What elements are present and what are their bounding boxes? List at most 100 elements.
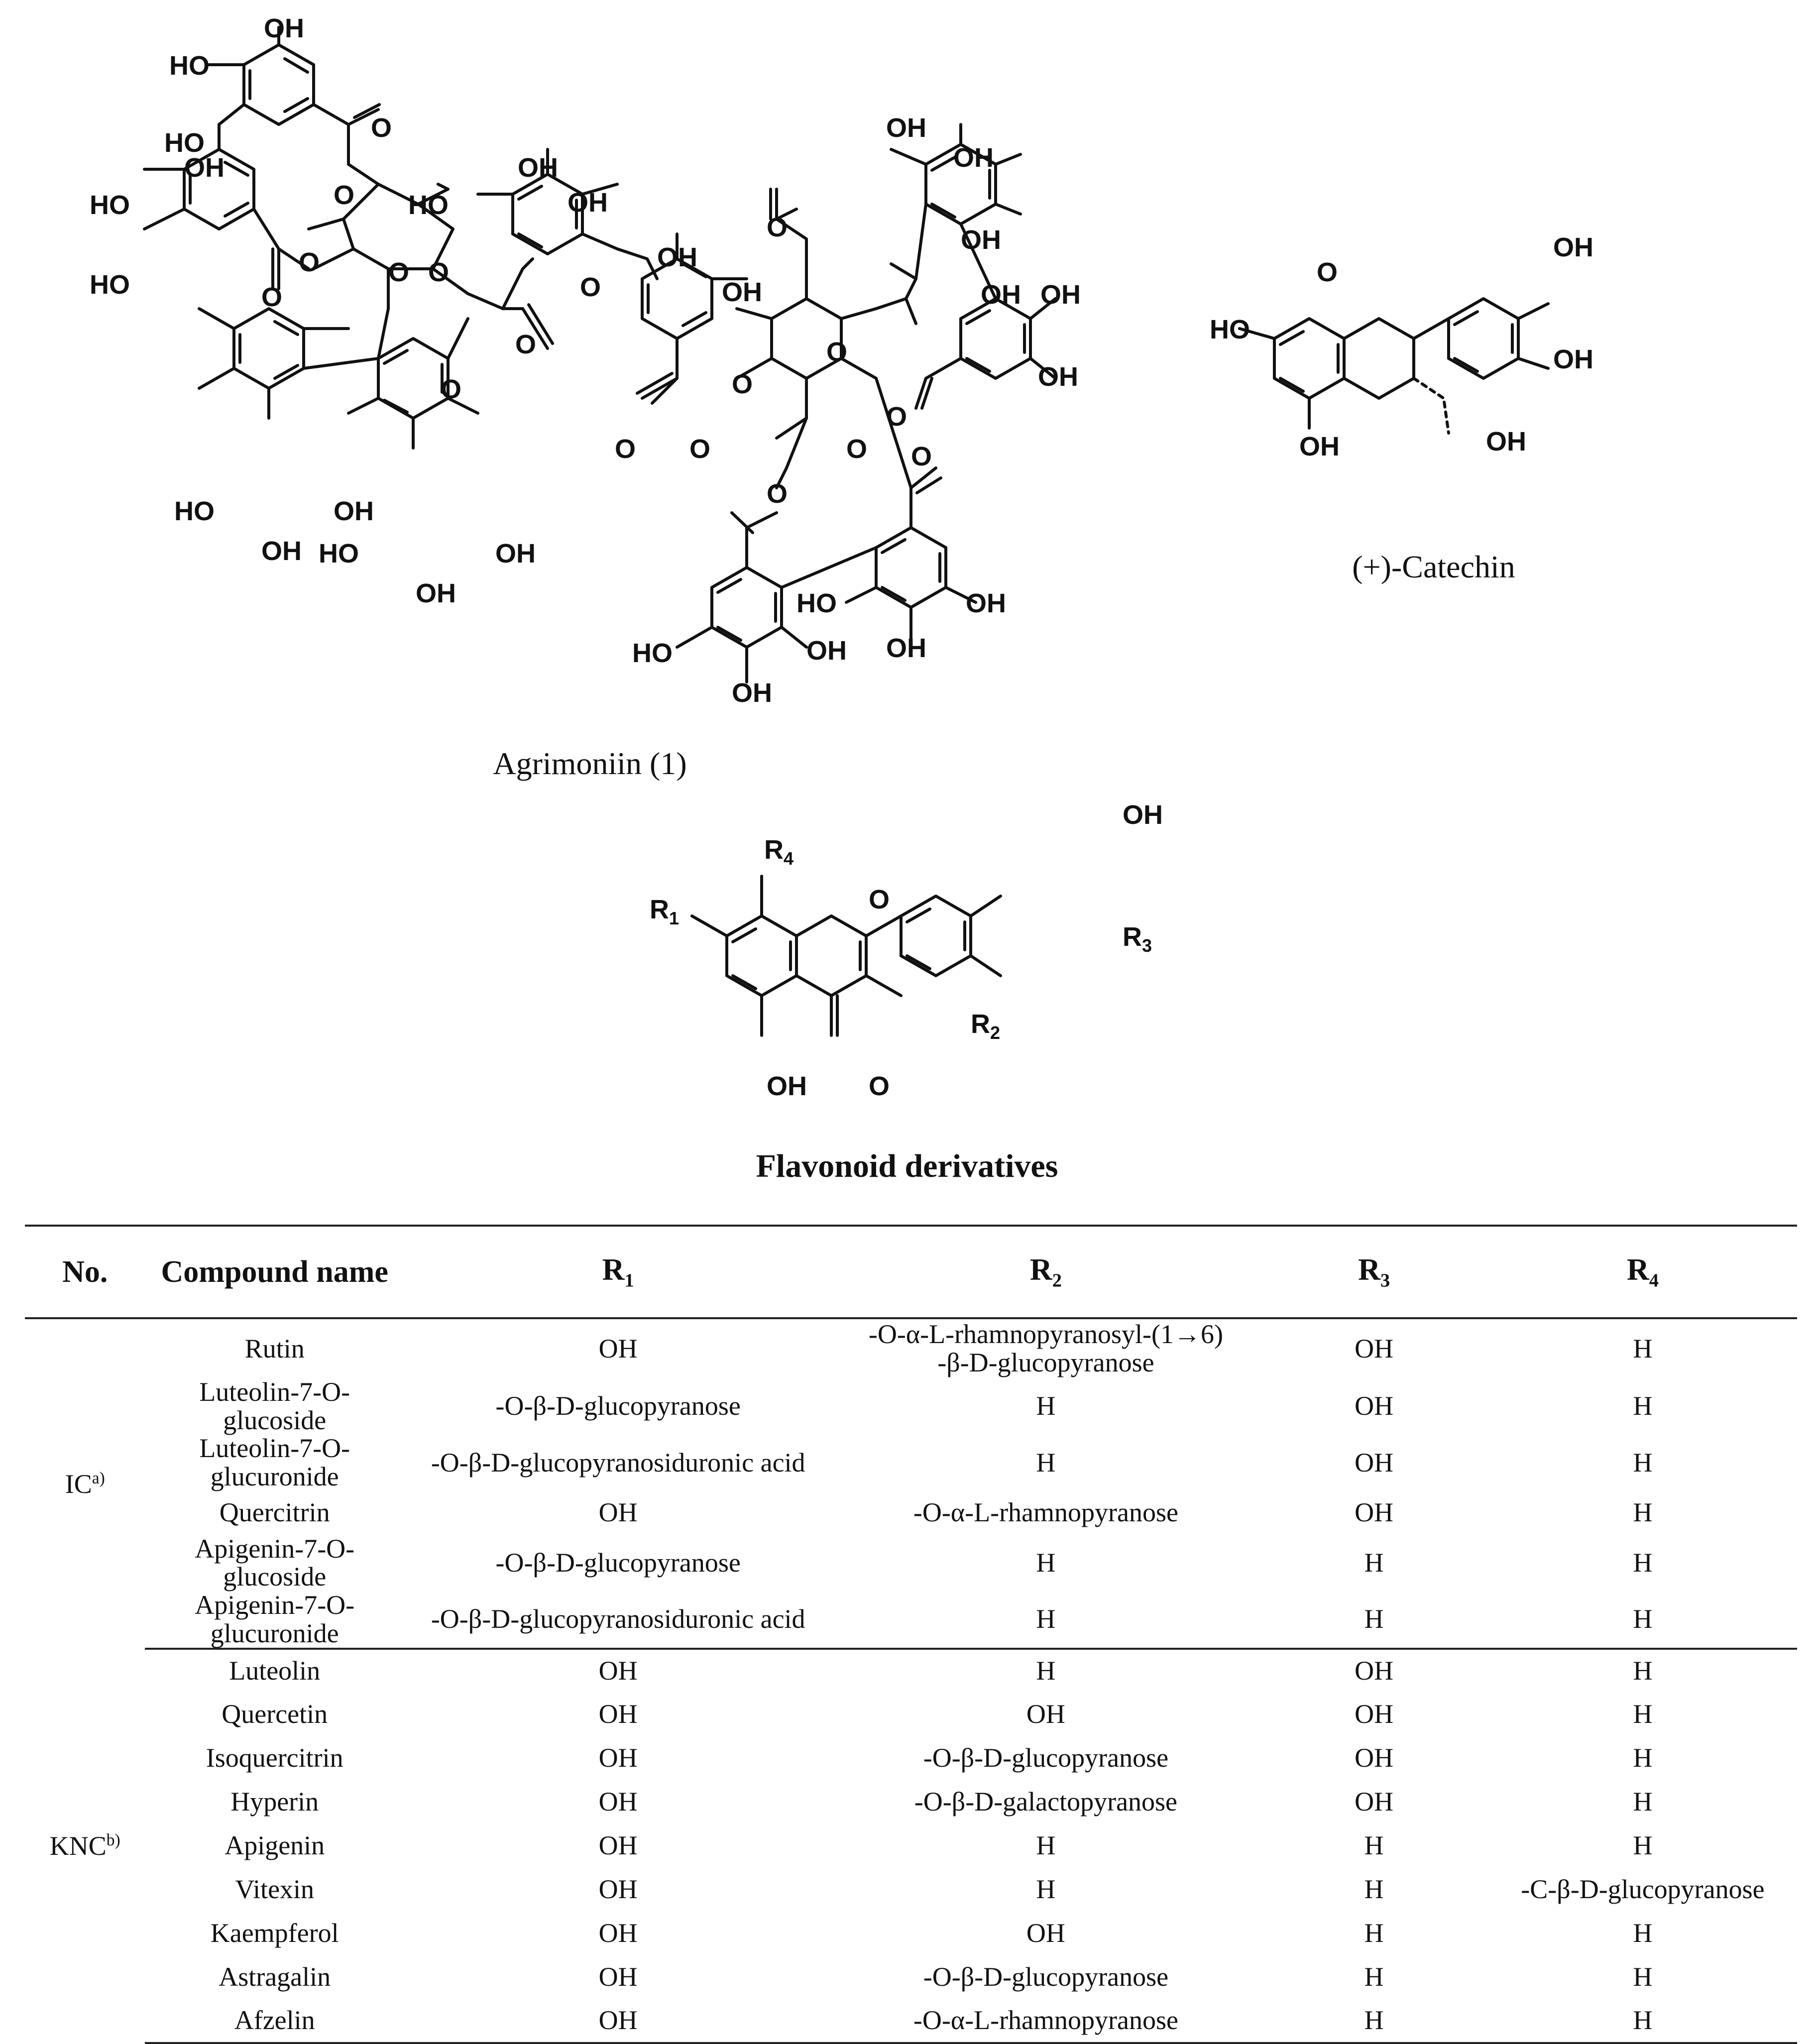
table-row: Quercitrin OH -O-α-L-rhamnopyranose OH H <box>25 1491 1797 1535</box>
r4-cell: H <box>1633 1787 1653 1817</box>
svg-text:R2: R2 <box>971 1009 1000 1043</box>
r2-cell: H <box>1036 1391 1056 1421</box>
r1-cell: -O-β-D-glucopyranosiduronic acid <box>431 1447 805 1477</box>
r2-cell: -O-α-L-rhamnopyranose <box>832 1999 1260 2044</box>
r4-cell: H <box>1633 1918 1653 1948</box>
svg-text:O: O <box>886 402 907 432</box>
compound-name: Isoquercitrin <box>206 1743 343 1773</box>
r3-cell: H <box>1259 1999 1488 2044</box>
compound-name: Rutin <box>244 1333 305 1363</box>
svg-text:OH: OH <box>518 153 558 183</box>
svg-text:OH: OH <box>1038 362 1078 392</box>
svg-text:OH: OH <box>722 277 762 307</box>
table-row: ICa) Rutin OH -O-α-L-rhamnopyranosyl-(1→… <box>25 1318 1797 1498</box>
svg-text:OH: OH <box>416 578 456 608</box>
r4-cell: H <box>1633 1333 1653 1363</box>
table-header-row: No. Compound name R1 R2 R3 R4 <box>25 1226 1797 1318</box>
r3-cell: H <box>1364 1874 1384 1905</box>
svg-text:O: O <box>441 374 461 404</box>
r2-cell: H <box>1036 1830 1056 1861</box>
svg-text:O: O <box>299 247 320 277</box>
svg-text:HO: HO <box>319 539 359 568</box>
svg-text:R3: R3 <box>1123 922 1152 956</box>
catechin-caption: (+)-Catechin <box>1352 549 1515 584</box>
table-row: Vitexin OH H H -C-β-D-glucopyranose <box>25 1868 1797 1912</box>
svg-text:HO: HO <box>632 638 673 668</box>
svg-text:OH: OH <box>495 539 536 568</box>
r4-cell: -C-β-D-glucopyranose <box>1521 1874 1765 1905</box>
svg-text:O: O <box>580 272 601 302</box>
r2-cell: -O-β-D-glucopyranose <box>923 1743 1169 1773</box>
r1-cell: -O-β-D-glucopyranosiduronic acid <box>404 1591 832 1650</box>
header-r1: R1 <box>602 1252 634 1291</box>
table-row: Hyperin OH -O-β-D-galactopyranose OH H <box>25 1780 1797 1824</box>
r2-cell: -O-β-D-galactopyranose <box>914 1787 1178 1817</box>
svg-text:O: O <box>826 337 847 367</box>
compound-name: Astragalin <box>219 1962 331 1992</box>
agrimoniin-structure <box>143 26 1057 683</box>
r1-cell: OH <box>598 1787 638 1817</box>
svg-text:O: O <box>689 434 710 464</box>
header-compound-name: Compound name <box>161 1254 388 1289</box>
group-label-knc: KNCb) <box>49 1830 120 1861</box>
table-row: Apigenin-7-O-glucuronide -O-β-D-glucopyr… <box>25 1591 1797 1650</box>
svg-text:OH: OH <box>1553 232 1593 262</box>
svg-text:HO: HO <box>164 128 205 158</box>
svg-text:HO: HO <box>408 190 449 220</box>
flavonoid-derivatives-heading: Flavonoid derivatives <box>756 1148 1058 1184</box>
svg-text:O: O <box>869 885 890 914</box>
r2-cell: H <box>1036 1447 1056 1477</box>
svg-text:OH: OH <box>184 153 225 183</box>
svg-text:HO: HO <box>90 270 130 300</box>
r2-cell: H <box>1036 1656 1056 1686</box>
header-no: No. <box>62 1254 108 1289</box>
svg-text:OH: OH <box>806 636 847 666</box>
svg-text:OH: OH <box>767 1071 807 1101</box>
table-row: Isoquercitrin OH -O-β-D-glucopyranose OH… <box>25 1736 1797 1780</box>
svg-text:OH: OH <box>1553 344 1593 374</box>
svg-text:OH: OH <box>732 678 772 708</box>
svg-text:OH: OH <box>567 188 608 218</box>
r4-cell: H <box>1488 1591 1797 1650</box>
svg-text:OH: OH <box>1123 800 1163 830</box>
svg-text:O: O <box>911 442 932 471</box>
compound-name: Quercetin <box>222 1699 328 1729</box>
svg-text:O: O <box>261 282 282 312</box>
flavonoid-table: No. Compound name R1 R2 R3 R4 ICa) Rutin… <box>25 1225 1797 2044</box>
r3-cell: H <box>1364 1830 1384 1861</box>
svg-text:OH: OH <box>1040 280 1081 310</box>
r3-cell: H <box>1364 1548 1384 1578</box>
compound-name: Luteolin-7-O-glucuronide <box>199 1433 350 1492</box>
svg-text:HO: HO <box>169 51 210 81</box>
svg-text:OH: OH <box>657 242 697 272</box>
svg-text:O: O <box>846 434 867 464</box>
svg-text:O: O <box>371 113 392 143</box>
r1-cell: OH <box>598 1962 638 1992</box>
svg-text:OH: OH <box>981 280 1021 310</box>
svg-text:O: O <box>732 369 753 399</box>
r1-cell: OH <box>598 1497 638 1528</box>
group-label-ic: ICa) <box>65 1469 105 1499</box>
compound-name: Apigenin-7-O-glucoside <box>195 1533 355 1592</box>
compound-name: Luteolin <box>229 1656 321 1686</box>
svg-text:O: O <box>1317 257 1338 287</box>
svg-text:O: O <box>767 479 788 509</box>
r2-cell: -O-β-D-glucopyranose <box>923 1962 1169 1992</box>
r3-cell: OH <box>1355 1699 1394 1729</box>
svg-text:OH: OH <box>1299 432 1340 461</box>
r3-cell: H <box>1364 1918 1384 1948</box>
r4-cell: H <box>1633 1656 1653 1686</box>
r3-cell: OH <box>1355 1743 1394 1773</box>
r1-cell: OH <box>404 1999 832 2044</box>
svg-text:OH: OH <box>334 496 374 526</box>
table-row: Afzelin OH -O-α-L-rhamnopyranose H H <box>25 1999 1797 2044</box>
r2-cell: -O-α-L-rhamnopyranosyl-(1→6)-β-D-glucopy… <box>868 1319 1223 1377</box>
r4-cell: H <box>1633 1699 1653 1729</box>
svg-text:O: O <box>388 257 409 287</box>
svg-text:HO: HO <box>796 588 837 618</box>
r2-cell: H <box>1036 1874 1056 1905</box>
r2-cell: H <box>832 1591 1260 1650</box>
catechin-structure <box>1238 297 1550 435</box>
chemical-structures-figure: OH HO HO OH HO HO O O O O O O O O HO OH … <box>90 13 1593 1101</box>
svg-text:O: O <box>767 213 788 242</box>
